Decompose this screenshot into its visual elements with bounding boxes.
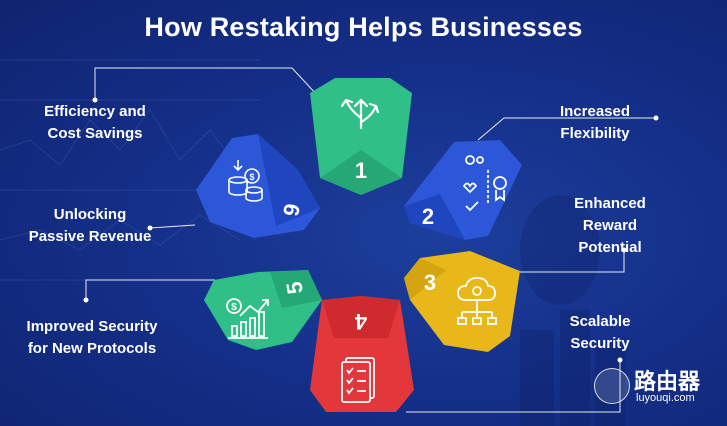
segment-5: $ 5 xyxy=(204,270,322,350)
checklist-icon xyxy=(341,357,375,403)
segment-1-number: 1 xyxy=(355,158,367,183)
segment-5-number: 5 xyxy=(281,280,308,296)
router-logo-icon xyxy=(594,368,630,404)
segment-6: $ 6 xyxy=(196,134,320,238)
svg-text:$: $ xyxy=(231,302,237,313)
segment-6-number: 6 xyxy=(278,202,305,218)
connector-6 xyxy=(149,224,196,229)
watermark-url: luyouqi.com xyxy=(636,392,695,404)
svg-text:$: $ xyxy=(249,172,254,182)
connector-1 xyxy=(94,67,319,100)
connector-2 xyxy=(477,117,656,141)
arrows-split-icon xyxy=(340,98,380,130)
cloud-network-icon xyxy=(457,277,497,325)
connector-5 xyxy=(85,279,215,300)
flexibility-options-icon xyxy=(462,155,507,212)
connector-3 xyxy=(520,250,625,273)
segment-2: 2 xyxy=(404,140,522,240)
growth-chart-icon: $ xyxy=(226,298,269,339)
segment-2-number: 2 xyxy=(422,204,434,229)
segment-4: 4 xyxy=(310,296,414,412)
segment-1: 1 xyxy=(310,78,412,195)
segment-4-number: 4 xyxy=(354,309,367,334)
segment-3: 3 xyxy=(404,251,520,352)
coins-stack-icon: $ xyxy=(228,160,263,202)
page-title: How Restaking Helps Businesses xyxy=(144,12,583,42)
watermark-name: 路由器 xyxy=(634,370,701,395)
segment-3-number: 3 xyxy=(424,270,436,295)
watermark: 路由器 luyouqi.com xyxy=(590,362,722,414)
